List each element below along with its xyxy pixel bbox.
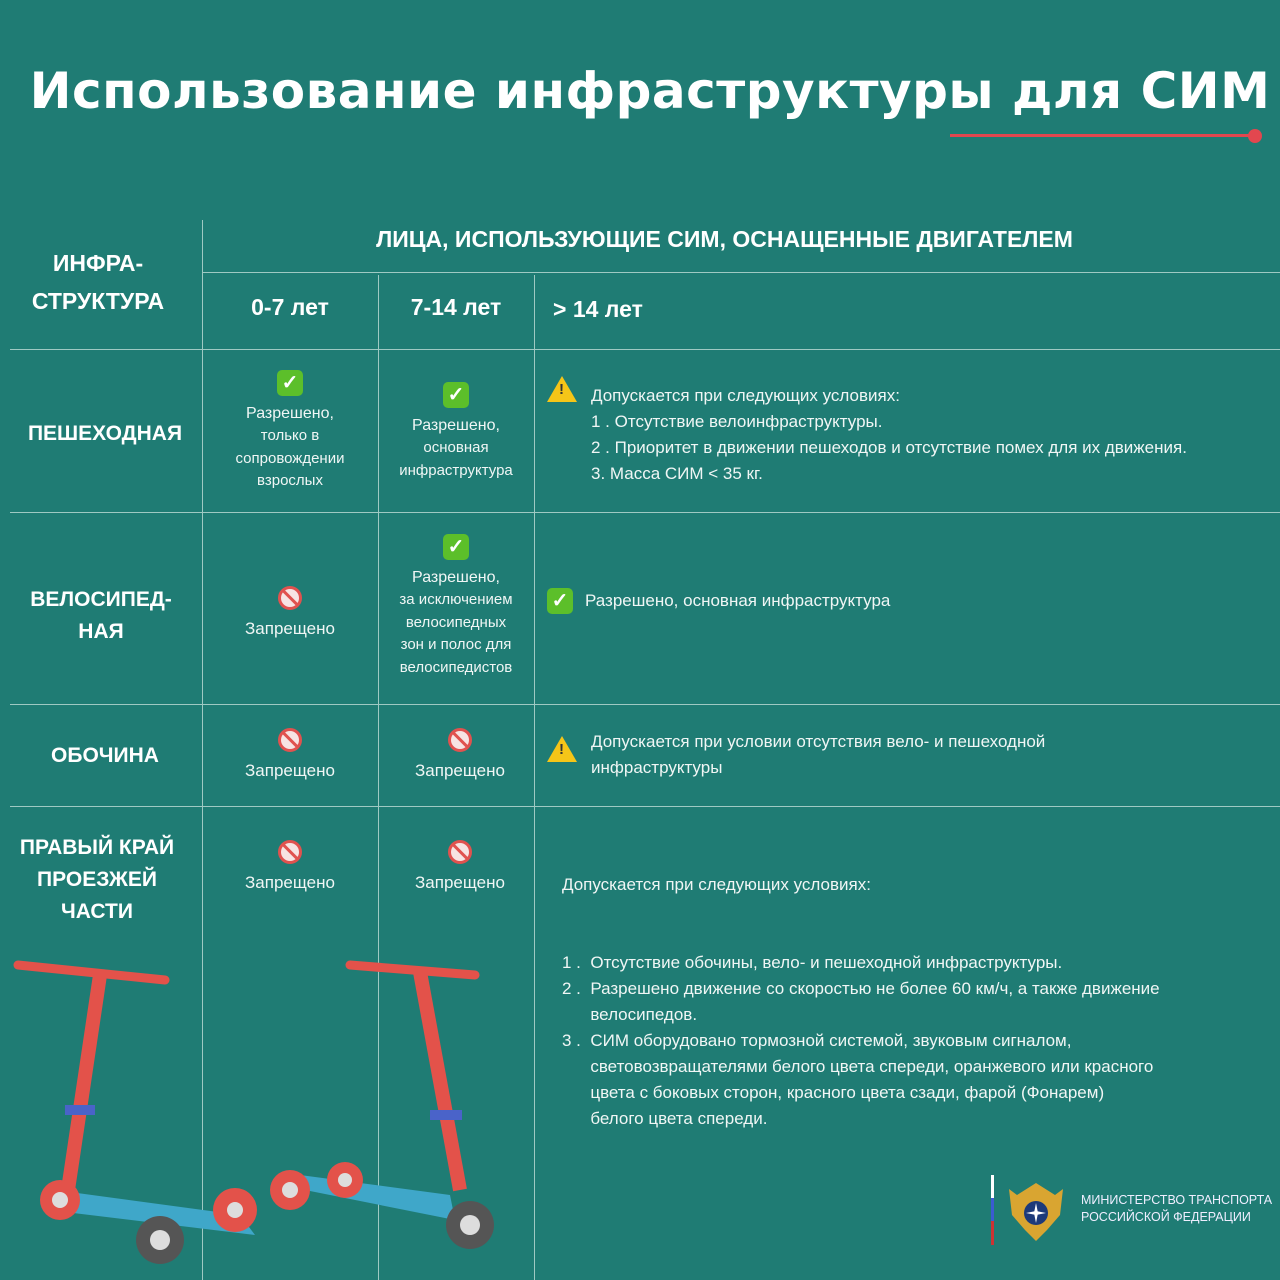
row-bicycle: ВЕЛОСИПЕД-НАЯ — [30, 588, 172, 643]
warning-icon: ! — [547, 376, 577, 407]
check-icon-bike: ✓ — [547, 588, 573, 614]
page-title: Использование инфраструктуры для СИМ — [29, 62, 1271, 120]
cell-shoulder-7-14: Запрещено — [378, 728, 542, 782]
cell-ped-14plus: Допускается при следующих условиях: 1 . … — [591, 386, 1187, 483]
prohibited-icon — [448, 840, 472, 864]
prohibited-icon — [278, 840, 302, 864]
title-underline — [950, 134, 1255, 137]
check-icon: ✓ — [277, 370, 303, 396]
infra-header-l1: ИНФРА- — [52, 250, 144, 276]
divider — [10, 806, 1280, 807]
cell-shoulder-0-7: Запрещено — [202, 728, 378, 782]
cell-bike-0-7: Запрещено — [202, 586, 378, 640]
age-header-7-14: 7-14 лет — [410, 294, 502, 320]
ministry-emblem — [1009, 1183, 1063, 1241]
cell-road-0-7: Запрещено — [202, 840, 378, 894]
prohibited-icon — [278, 728, 302, 752]
cell-road-14plus: Допускается при следующих условиях: 1 . … — [562, 875, 1160, 1128]
check-icon: ✓ — [443, 534, 469, 560]
age-header-14plus: > 14 лет — [553, 296, 643, 322]
age-header-0-7: 0-7 лет — [251, 294, 329, 320]
cell-shoulder-14plus: Допускается при условии отсутствия вело-… — [591, 732, 1046, 777]
cell-bike-14plus: Разрешено, основная инфраструктура — [585, 591, 891, 610]
cell-road-7-14: Запрещено — [378, 840, 542, 894]
divider — [534, 275, 535, 1280]
prohibited-icon — [278, 586, 302, 610]
scooter-illustration-left — [13, 960, 257, 1264]
title-underline-dot — [1248, 129, 1262, 143]
divider — [202, 272, 1280, 273]
warning-icon: ! — [547, 736, 577, 767]
row-shoulder: ОБОЧИНА — [51, 744, 159, 767]
divider — [10, 704, 1280, 705]
divider — [10, 349, 1280, 350]
prohibited-icon — [448, 728, 472, 752]
infra-header: ИНФРА- СТРУКТУРА — [0, 244, 196, 320]
scooter-illustration-right — [270, 960, 494, 1249]
infra-header-l2: СТРУКТУРА — [31, 288, 165, 314]
divider — [378, 275, 379, 1280]
divider — [10, 512, 1280, 513]
row-pedestrian: ПЕШЕХОДНАЯ — [27, 422, 183, 445]
flag-stripe — [991, 1175, 994, 1245]
group-header: ЛИЦА, ИСПОЛЬЗУЮЩИЕ СИМ, ОСНАЩЕННЫЕ ДВИГА… — [376, 226, 1073, 252]
divider — [202, 220, 203, 1280]
check-icon: ✓ — [443, 382, 469, 408]
